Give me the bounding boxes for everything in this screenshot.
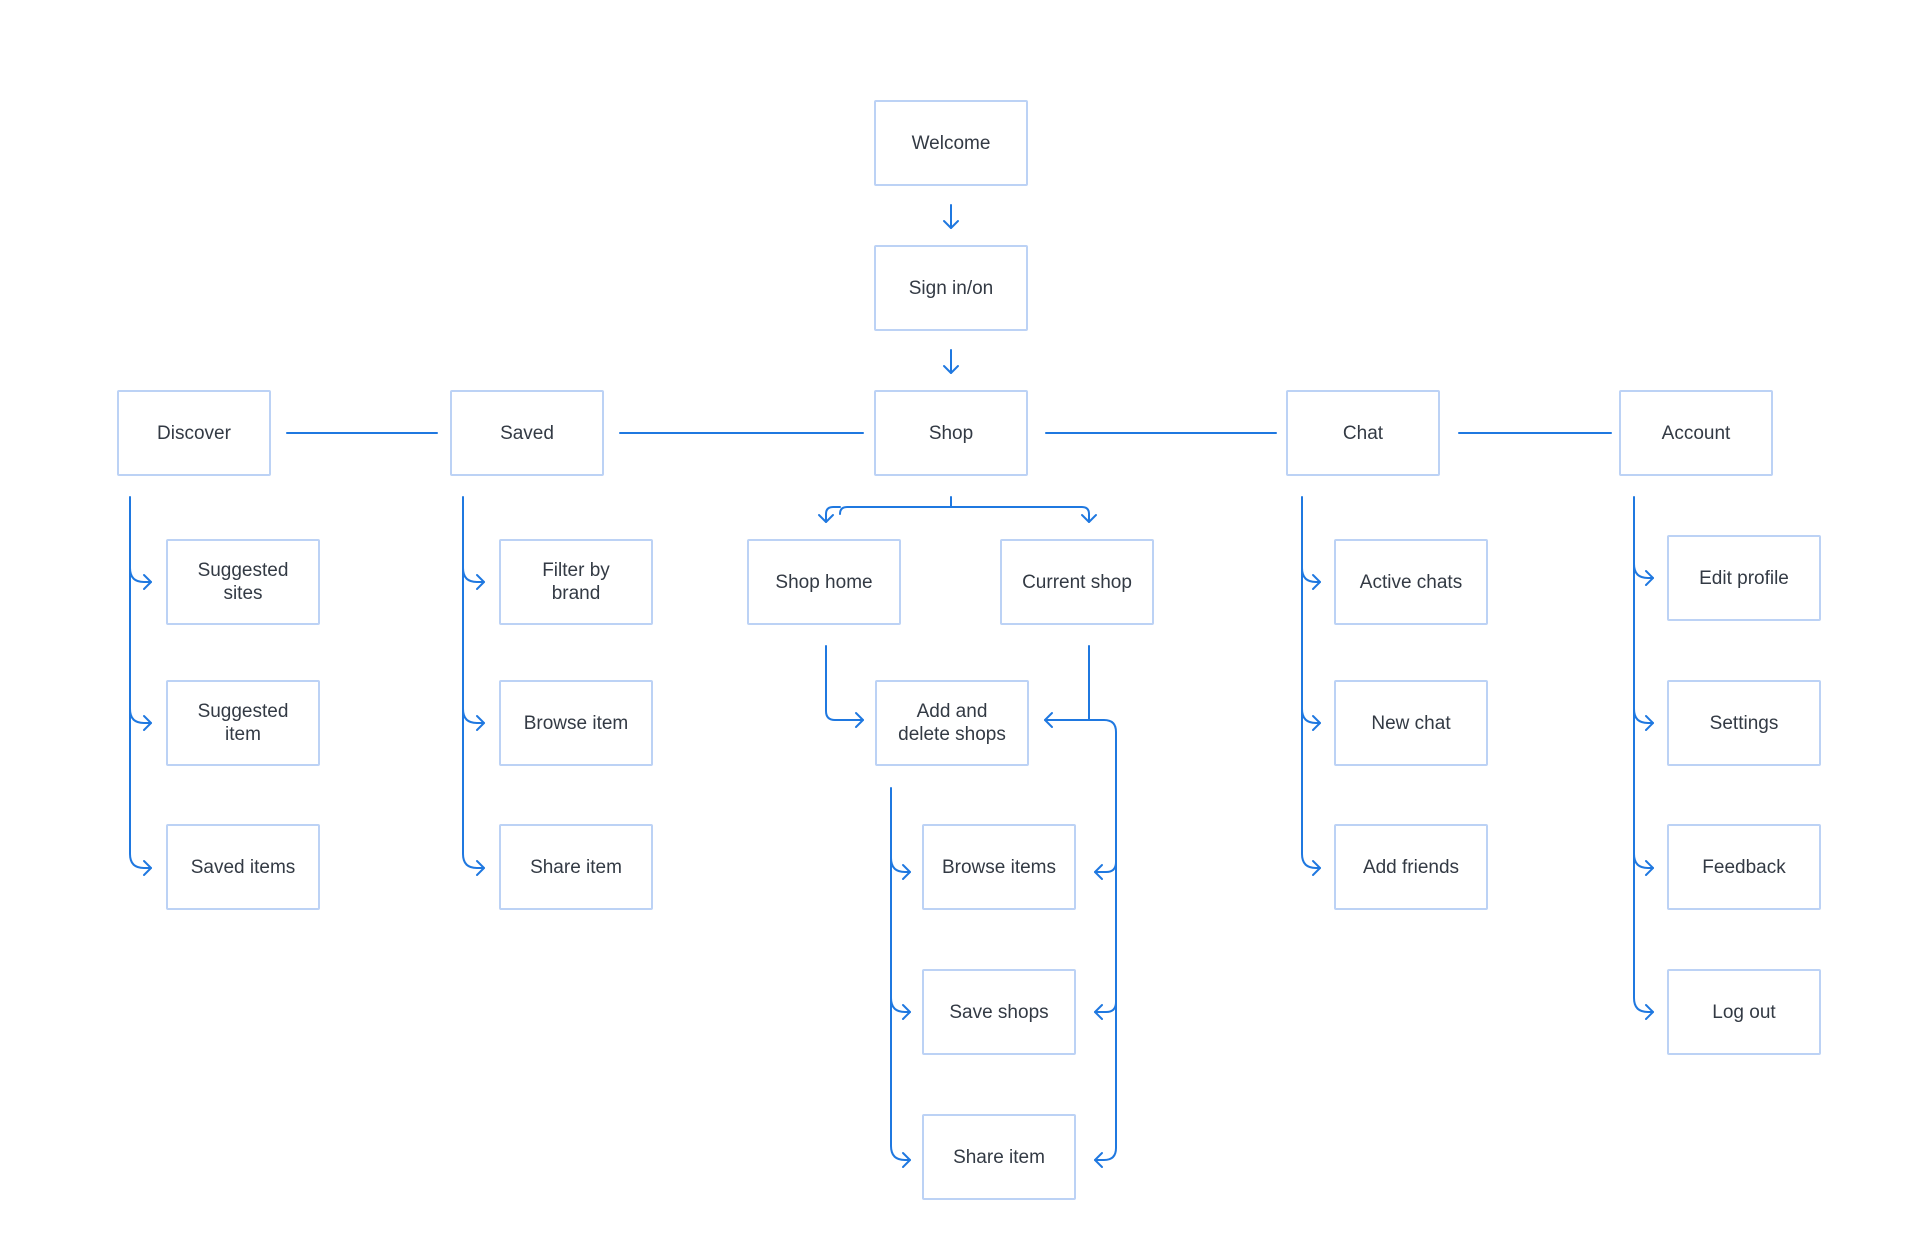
node-shop[interactable]: Shop: [874, 390, 1028, 476]
node-saved[interactable]: Saved: [450, 390, 604, 476]
arrow-welcome-signin: [943, 220, 959, 229]
shop-sub-arrow-0: [902, 864, 911, 880]
node-active-chats[interactable]: Active chats: [1334, 539, 1488, 625]
node-shop-home[interactable]: Shop home: [747, 539, 901, 625]
account-arrow-3: [1645, 1004, 1654, 1020]
saved-arrow-1: [476, 715, 485, 731]
chat-arrow-1: [1312, 715, 1321, 731]
arrow-right-share: [1094, 1152, 1103, 1168]
node-feedback[interactable]: Feedback: [1667, 824, 1821, 910]
account-branch-0: [1633, 563, 1654, 579]
arrow-signin-shop: [943, 365, 959, 374]
saved-branch-0: [462, 567, 485, 583]
discover-arrow-1: [143, 715, 152, 731]
shop-sub-arrow-1: [902, 1004, 911, 1020]
node-suggested-sites[interactable]: Suggested sites: [166, 539, 320, 625]
node-discover[interactable]: Discover: [117, 390, 271, 476]
node-add-friends[interactable]: Add friends: [1334, 824, 1488, 910]
connector-shophome-add: [825, 645, 864, 721]
shop-sub-arrow-2: [902, 1152, 911, 1168]
arrow-current-shop: [1081, 514, 1097, 523]
arrow-right-save: [1094, 1004, 1103, 1020]
chat-arrow-2: [1312, 860, 1321, 876]
saved-arrow-2: [476, 860, 485, 876]
account-branch-2: [1633, 853, 1654, 869]
connector-right-browse: [1094, 861, 1117, 873]
discover-branch-1: [129, 708, 152, 724]
node-browse-items[interactable]: Browse items: [922, 824, 1076, 910]
account-branch-1: [1633, 708, 1654, 724]
account-arrow-0: [1645, 570, 1654, 586]
account-arrow-1: [1645, 715, 1654, 731]
discover-trunk: [129, 496, 152, 869]
chat-branch-1: [1301, 708, 1321, 724]
arrow-shophome-add: [855, 712, 864, 728]
shop-sub-trunk: [890, 787, 911, 1161]
node-edit-profile[interactable]: Edit profile: [1667, 535, 1821, 621]
connector-shop-split: [839, 496, 1090, 523]
saved-branch-1: [462, 708, 485, 724]
arrow-right-browse: [1094, 864, 1103, 880]
node-welcome[interactable]: Welcome: [874, 100, 1028, 186]
discover-branch-0: [129, 567, 152, 583]
account-trunk: [1633, 496, 1654, 1013]
discover-arrow-2: [143, 860, 152, 876]
node-new-chat[interactable]: New chat: [1334, 680, 1488, 766]
shop-sub-branch-0: [890, 857, 911, 873]
node-browse-item[interactable]: Browse item: [499, 680, 653, 766]
chat-trunk: [1301, 496, 1321, 869]
node-sign-in[interactable]: Sign in/on: [874, 245, 1028, 331]
node-saved-items[interactable]: Saved items: [166, 824, 320, 910]
arrow-shop-home: [818, 514, 834, 523]
node-account[interactable]: Account: [1619, 390, 1773, 476]
account-arrow-2: [1645, 860, 1654, 876]
saved-arrow-0: [476, 574, 485, 590]
saved-trunk: [462, 496, 485, 869]
connector-right-trunk: [1044, 719, 1117, 1161]
node-add-delete-shops[interactable]: Add and delete shops: [875, 680, 1029, 766]
chat-arrow-0: [1312, 574, 1321, 590]
shop-sub-branch-1: [890, 997, 911, 1013]
chat-branch-0: [1301, 567, 1321, 583]
node-suggested-item[interactable]: Suggested item: [166, 680, 320, 766]
discover-arrow-0: [143, 574, 152, 590]
connector-right-save: [1094, 1001, 1117, 1013]
node-shop-share-item[interactable]: Share item: [922, 1114, 1076, 1200]
node-log-out[interactable]: Log out: [1667, 969, 1821, 1055]
node-settings[interactable]: Settings: [1667, 680, 1821, 766]
node-filter-by-brand[interactable]: Filter by brand: [499, 539, 653, 625]
node-save-shops[interactable]: Save shops: [922, 969, 1076, 1055]
node-chat[interactable]: Chat: [1286, 390, 1440, 476]
node-saved-share-item[interactable]: Share item: [499, 824, 653, 910]
node-current-shop[interactable]: Current shop: [1000, 539, 1154, 625]
connector-shop-left: [825, 506, 841, 523]
arrow-currentshop-add: [1044, 712, 1053, 728]
